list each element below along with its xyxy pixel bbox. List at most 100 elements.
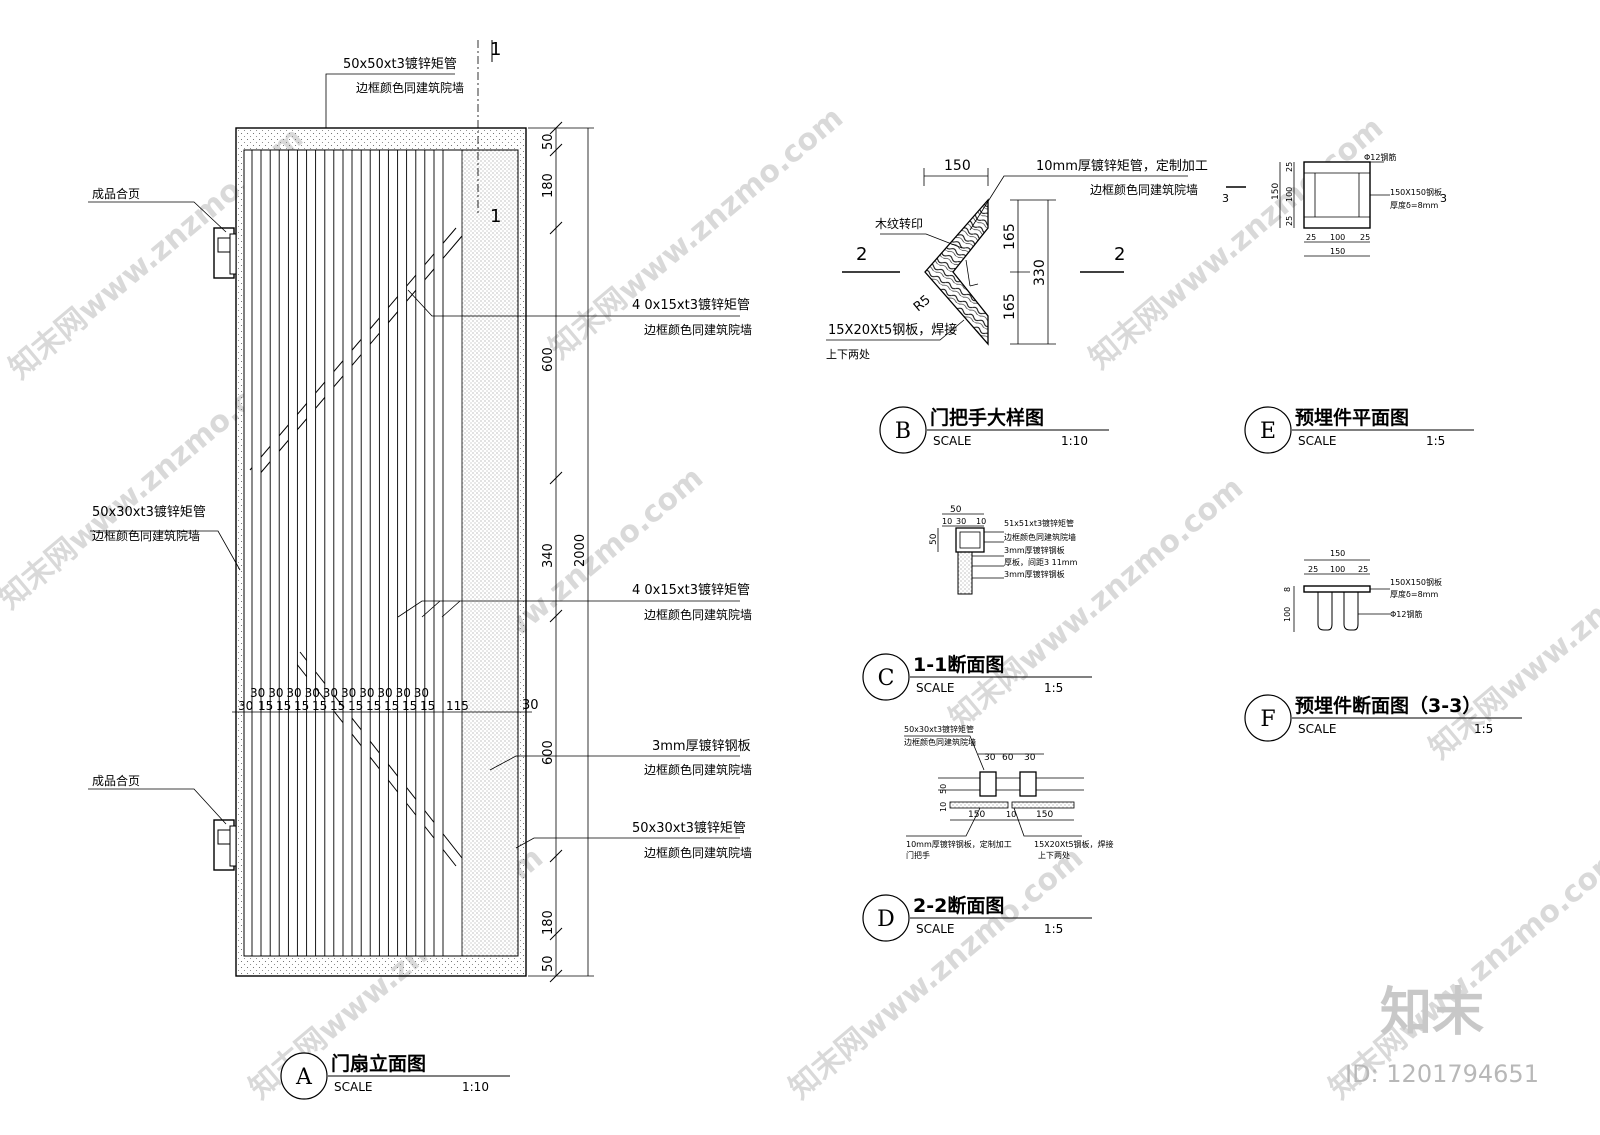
vertical-bar [306, 149, 317, 957]
d-plate-right [1011, 801, 1075, 809]
b-dim-165-bottom: 165 [1002, 293, 1018, 320]
handle-shape [924, 198, 989, 346]
c-dim-top: 50 [950, 505, 962, 515]
top-frame-label-1: 50x50xt3镀锌矩管 [343, 56, 457, 72]
title-scale-label: SCALE [1298, 434, 1336, 448]
title-scale-label: SCALE [916, 922, 954, 936]
title-scale-value: 1:5 [1044, 681, 1063, 695]
dim-v-50-top: 50 [541, 133, 556, 150]
dim-v-180-top: 180 [541, 173, 556, 198]
dim-bottom-row-label: 30 [238, 699, 253, 713]
dim-top-row-label: 30 [268, 686, 283, 700]
title-circle [1244, 406, 1292, 454]
leader-left-frame [90, 530, 241, 571]
title-name: 2-2断面图 [913, 894, 1004, 917]
b-dim-330: 330 [1032, 259, 1048, 286]
e-dim-left-2: 25 [1285, 216, 1294, 226]
dim-v-total: 2000 [573, 534, 588, 567]
title-name: 预埋件断面图（3-3） [1295, 694, 1481, 717]
watermark-text: 知末网www.znzmo.com [943, 470, 1250, 736]
b-section-mark-left: 2 [856, 244, 867, 265]
dim-bottom-row-label: 15 [402, 699, 417, 713]
c-note-4: 3mm厚镀锌钢板 [1004, 569, 1065, 579]
title-scale-label: SCALE [1298, 722, 1336, 736]
dim-bottom-row-label: 15 [384, 699, 399, 713]
detail-c-section-1-1: 50 10 30 10 50 51x51xt3镀锌矩管 边框颜色同建筑院墙 3m… [929, 505, 1078, 595]
e-dim-bottom-2: 25 [1360, 233, 1370, 242]
dim-bottom-row-label: 15 [330, 699, 345, 713]
leader-right-2 [397, 600, 740, 618]
dim-bottom-row-label: 15 [348, 699, 363, 713]
title-scale-label: SCALE [916, 681, 954, 695]
leader-right-3 [489, 755, 740, 771]
title-scale-label: SCALE [933, 434, 971, 448]
c-dim-sub-0: 10 [942, 517, 952, 526]
d-note-right-2: 上下两处 [1038, 850, 1070, 860]
right-label-2b: 边框颜色同建筑院墙 [644, 607, 752, 622]
b-dim-165-top: 165 [1002, 223, 1018, 250]
title-circle [1244, 694, 1292, 742]
dim-v-600-top: 600 [541, 347, 556, 372]
f-dim-top-1: 100 [1330, 565, 1345, 574]
right-label-1b: 边框颜色同建筑院墙 [644, 322, 752, 337]
d-dim-bottom-2: 150 [1036, 810, 1053, 820]
vertical-bar [397, 149, 408, 957]
title-name: 门把手大样图 [930, 406, 1044, 429]
dim-bottom-row-label: 15 [366, 699, 381, 713]
title-scale-value: 1:5 [1426, 434, 1445, 448]
door-elevation: 1 1 成品合页 成品合页 50x30xt3镀锌矩管 边框颜色同建筑院墙 50x… [88, 39, 752, 983]
dim-bottom-row-label: 15 [294, 699, 309, 713]
e-section-mark-left: 3 [1222, 192, 1229, 205]
c-dim-sub-2: 10 [976, 517, 986, 526]
leader-right-4 [515, 837, 740, 849]
dim-v-50-bottom: 50 [541, 955, 556, 972]
d-dim-bottom-1: 10 [1006, 810, 1016, 819]
d-label-top-2: 边框颜色同建筑院墙 [904, 737, 976, 747]
dim-tick [549, 927, 563, 941]
e-dim-bottom-0: 25 [1306, 233, 1316, 242]
detail-e-embed-plan: Φ12钢筋 150X150钢板 厚度δ=8mm 3 3 150 25 100 2… [1222, 152, 1447, 257]
dim-top-row-label: 30 [341, 686, 356, 700]
dim-tick [549, 849, 563, 863]
hinge-bottom [213, 819, 237, 871]
b-note-2: 边框颜色同建筑院墙 [1090, 182, 1198, 197]
detail-b-handle: 150 2 2 165 330 165 10mm厚镀锌矩管，定制加工 边框颜色同… [826, 158, 1208, 361]
f-plate [1303, 585, 1371, 593]
vertical-bar [251, 149, 262, 957]
watermark-text: 知末网www.znzmo.com [1083, 110, 1390, 376]
right-label-1a: 4 0x15xt3镀锌矩管 [632, 297, 750, 313]
leader-hinge-bottom [88, 788, 227, 825]
d-dim-top-1: 60 [1002, 753, 1014, 763]
dim-tick [549, 221, 563, 235]
watermark-text: 知末网www.znzmo.com [1423, 500, 1600, 766]
vertical-dimension-chain: 50 180 600 340 600 180 50 2000 [528, 121, 594, 983]
title-name: 门扇立面图 [331, 1052, 426, 1075]
right-label-2a: 4 0x15xt3镀锌矩管 [632, 582, 750, 598]
b-dim-150: 150 [944, 158, 971, 174]
dim-top-row-label: 30 [286, 686, 301, 700]
steel-plate-area [461, 149, 519, 957]
e-top-label: Φ12钢筋 [1364, 152, 1396, 162]
title-scale-value: 1:10 [1061, 434, 1088, 448]
title-letter: D [877, 907, 895, 932]
dim-top-row-label: 30 [396, 686, 411, 700]
dim-v-340: 340 [541, 543, 556, 568]
e-section-mark-right: 3 [1440, 192, 1447, 205]
c-note-1: 边框颜色同建筑院墙 [1004, 532, 1076, 542]
d-dim-side-2: 10 [939, 802, 948, 812]
left-frame-label-1: 50x30xt3镀锌矩管 [92, 504, 206, 520]
title-letter: C [878, 666, 895, 691]
vertical-bars [251, 149, 444, 957]
d-dim-side-1: 50 [939, 784, 948, 794]
right-label-3b: 边框颜色同建筑院墙 [644, 762, 752, 777]
d-plate-left [949, 801, 1009, 809]
right-label-4b: 边框颜色同建筑院墙 [644, 845, 752, 860]
